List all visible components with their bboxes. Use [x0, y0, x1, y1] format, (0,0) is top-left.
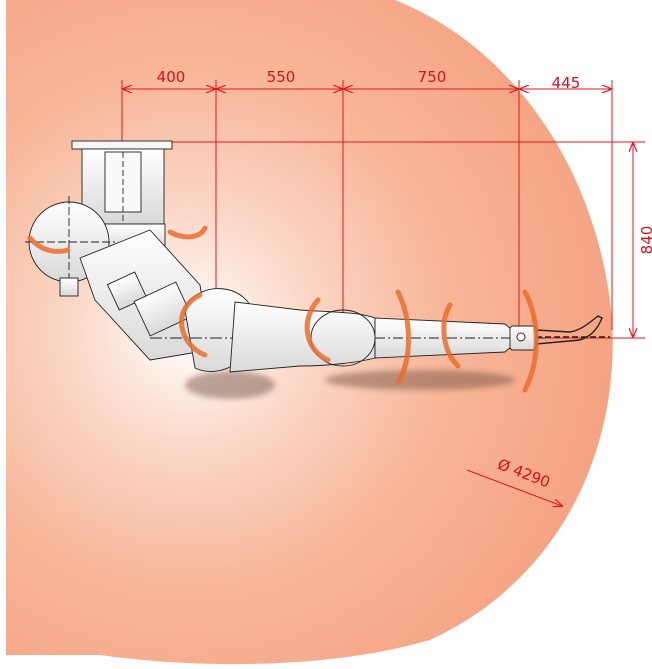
dimension-lines — [121, 80, 645, 506]
axis6-rotation-arrow — [522, 289, 539, 393]
axis3-rotation-arrow — [304, 297, 331, 363]
axis5-rotation-arrow — [441, 302, 461, 369]
axis1-rotation-arrow — [167, 225, 208, 240]
robot-wrist — [509, 325, 537, 351]
dimension-400-label: 400 — [157, 68, 186, 86]
dimension-840-label: 840 — [638, 226, 652, 255]
dimension-750-label: 750 — [418, 68, 447, 86]
robot-lower-arm — [229, 301, 376, 373]
dimension-550-label: 550 — [267, 68, 296, 86]
robot-tool — [535, 315, 610, 345]
axis4-rotation-arrow — [395, 289, 411, 385]
axis-motion-arrows — [27, 225, 539, 393]
robot-link-inclined — [79, 229, 211, 361]
robot-base-mount — [71, 140, 173, 251]
axis2-rotation-arrow — [179, 292, 208, 358]
dimension-445-label: 445 — [552, 74, 581, 92]
